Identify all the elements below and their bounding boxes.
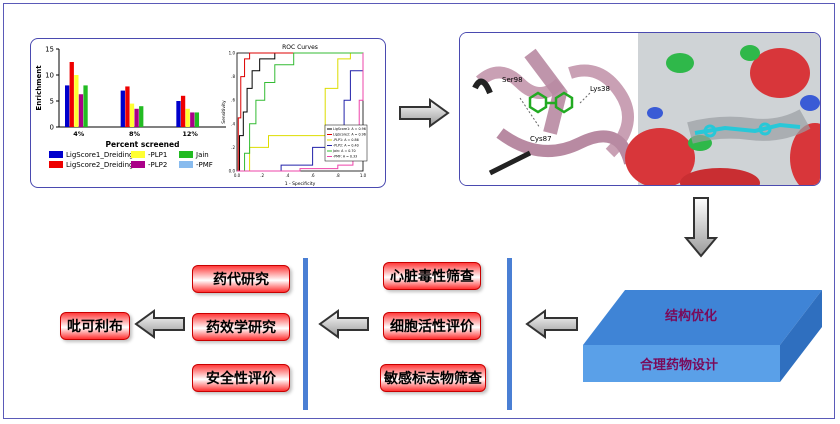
roc-curves-chart: ROC Curves 0.0 .2 .4 .6 .8 1.0 0.0 .2 .4 .6 .8 1.0 1 … — [221, 44, 368, 187]
sensitive-marker-screening-box: 敏感标志物筛查 — [380, 364, 486, 392]
cardiotoxicity-screening-box: 心脏毒性筛查 — [383, 262, 481, 290]
roc-legend-label: -PMF: A = 0.33 — [333, 155, 357, 159]
protein-ligand-image: Ser98 Lys38 Cys87 — [460, 33, 820, 185]
legend-swatch — [49, 161, 63, 168]
roc-y-tick-label: 1.0 — [229, 51, 236, 56]
legend-label: Jain — [195, 151, 209, 159]
residue-label-lys38: Lys38 — [590, 85, 610, 93]
y-tick-label: 5 — [50, 98, 54, 106]
legend-label: LigScore2_Dreiding — [66, 161, 133, 169]
legend-label: -PLP2 — [148, 161, 167, 169]
safety-evaluation-box: 安全性评价 — [192, 364, 290, 392]
roc-series-line — [237, 52, 363, 172]
bar — [125, 86, 130, 127]
legend-label: LigScore1_Dreiding — [66, 151, 133, 159]
divider-bar — [507, 258, 512, 410]
roc-series-line — [237, 52, 363, 172]
residue-label-ser98: Ser98 — [502, 76, 523, 84]
docking-visualization-panel: Ser98 Lys38 Cys87 — [459, 32, 821, 186]
roc-y-axis-label: Sensitivity — [221, 100, 227, 124]
bar — [176, 101, 181, 127]
bar — [74, 75, 79, 127]
x-tick-label: 4% — [73, 130, 85, 138]
bar — [120, 90, 125, 127]
residue-label-cys87: Cys87 — [530, 135, 552, 143]
legend-swatch — [179, 151, 193, 158]
y-axis-label: Enrichment — [35, 65, 43, 111]
roc-y-tick-label: .6 — [231, 98, 235, 103]
roc-series-line — [237, 53, 364, 172]
bar — [69, 62, 74, 127]
x-axis-label: Percent screened — [106, 140, 180, 149]
roc-x-tick-label: .4 — [285, 173, 289, 178]
alpelisib-box: 吡可利布 — [60, 312, 130, 340]
bar — [194, 112, 200, 127]
x-tick-label: 12% — [182, 130, 198, 138]
roc-title: ROC Curves — [282, 44, 318, 51]
roc-x-tick-label: .6 — [311, 173, 315, 178]
roc-series-line — [237, 52, 363, 172]
y-tick-label: 15 — [45, 46, 54, 54]
legend-swatch — [49, 151, 63, 158]
roc-legend-label: LigScore1: A = 0.96 — [333, 127, 366, 131]
roc-legend-label: -PLP2: A = 0.40 — [333, 144, 359, 148]
y-tick-label: 0 — [50, 124, 54, 132]
x-tick-label: 8% — [129, 130, 141, 138]
bar — [65, 85, 70, 127]
bar — [180, 95, 186, 127]
rational-drug-design-label: 合理药物设计 — [640, 358, 719, 373]
legend-label: -PMF — [196, 161, 213, 169]
roc-y-tick-label: .4 — [231, 121, 235, 126]
bar — [129, 103, 135, 127]
pharmacodynamics-box: 药效学研究 — [192, 313, 290, 341]
bar — [139, 106, 144, 127]
roc-legend-label: Jain: A = 0.70 — [332, 149, 356, 153]
legend-swatch — [131, 161, 145, 168]
roc-legend — [324, 124, 368, 162]
bar — [134, 108, 139, 127]
legend-swatch — [179, 161, 193, 168]
roc-legend-label: -PLP1: A = 0.86 — [333, 138, 359, 142]
pharmacokinetics-box: 药代研究 — [192, 265, 290, 293]
bar — [78, 94, 84, 127]
roc-x-tick-label: .8 — [336, 173, 340, 178]
roc-y-tick-label: .2 — [231, 145, 235, 150]
roc-y-tick-label: .8 — [231, 74, 235, 79]
roc-x-tick-label: 0.0 — [234, 173, 241, 178]
roc-legend-label: LigScore2: A = 0.96 — [333, 133, 366, 137]
cell-activity-evaluation-box: 细胞活性评价 — [383, 312, 481, 340]
bar — [185, 108, 190, 127]
roc-y-tick-label: 0.0 — [229, 169, 236, 174]
structure-optimization-label: 结构优化 — [665, 309, 718, 324]
legend-label: -PLP1 — [148, 151, 167, 159]
bar — [190, 112, 195, 127]
legend-swatch — [131, 151, 145, 158]
y-tick-label: 10 — [45, 72, 54, 80]
bar — [83, 85, 88, 127]
roc-x-tick-label: 1.0 — [360, 173, 367, 178]
roc-x-tick-label: .2 — [260, 173, 264, 178]
roc-x-axis-label: 1 - Specificity — [285, 181, 316, 187]
divider-bar — [303, 258, 308, 410]
